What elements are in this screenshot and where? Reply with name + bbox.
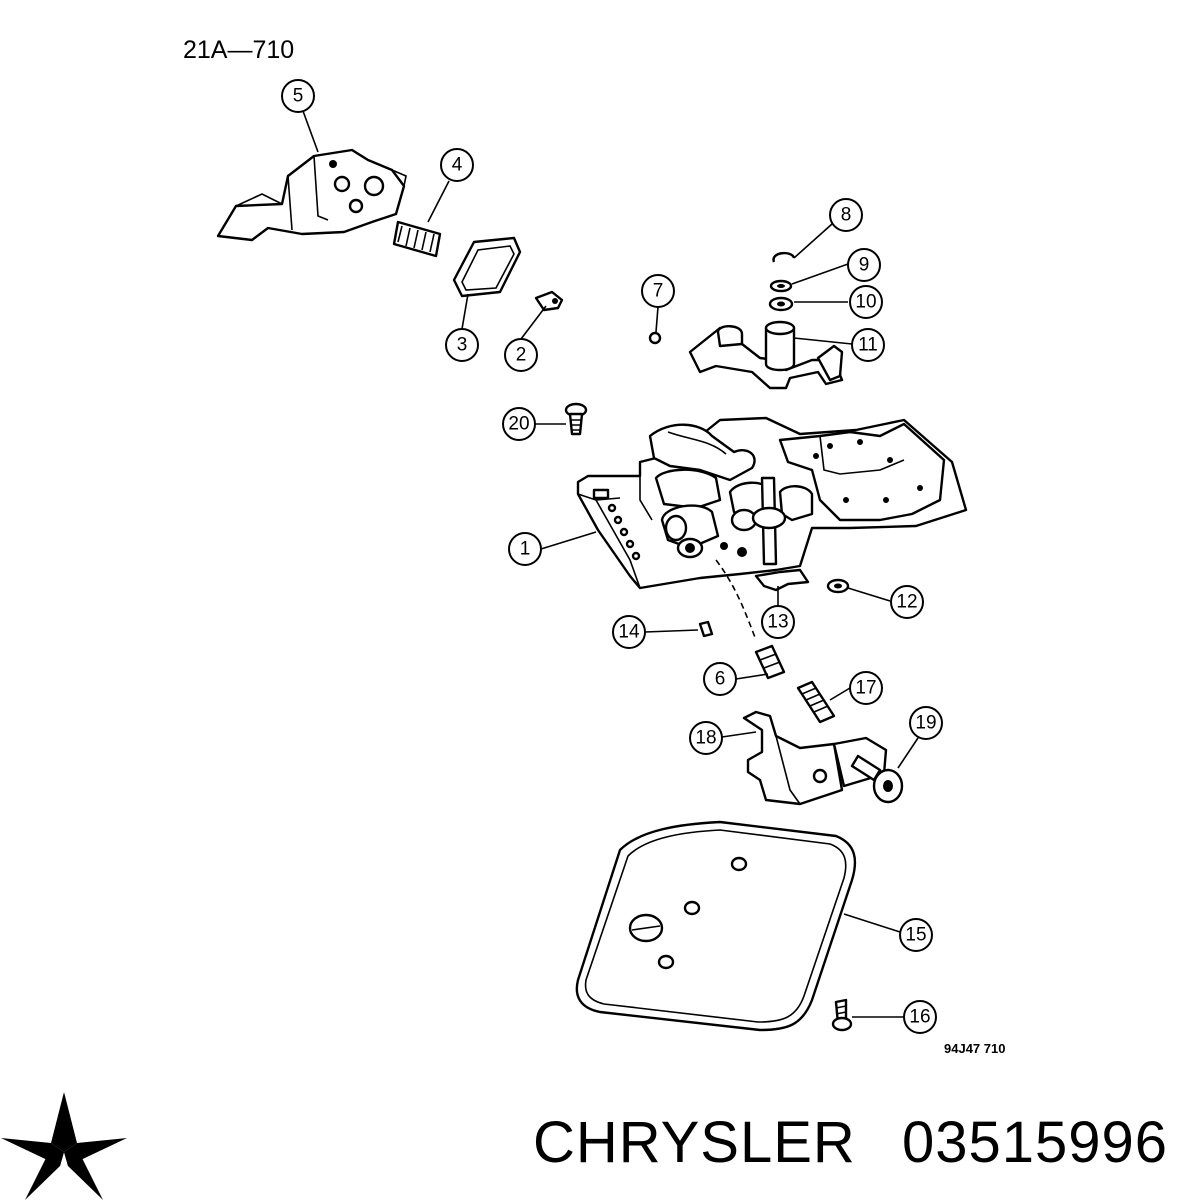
svg-text:20: 20 — [508, 414, 529, 435]
callout-9: 9 — [847, 248, 881, 282]
svg-text:4: 4 — [452, 155, 463, 176]
part-3-cover-plate — [452, 236, 522, 298]
callout-14: 14 — [612, 615, 646, 649]
svg-text:14: 14 — [618, 622, 640, 643]
svg-text:18: 18 — [695, 728, 716, 749]
callout-7: 7 — [641, 274, 675, 308]
callout-8: 8 — [829, 198, 863, 232]
callout-15: 15 — [899, 918, 933, 952]
part-4-spring — [392, 220, 442, 258]
svg-text:5: 5 — [293, 86, 304, 107]
callout-16: 16 — [903, 1000, 937, 1034]
valve-body-orifice-row — [592, 488, 641, 561]
part-2-screw — [534, 290, 564, 312]
callout-12: 12 — [890, 585, 924, 619]
callout-18: 18 — [689, 721, 723, 755]
svg-text:11: 11 — [858, 335, 878, 356]
callout-6: 6 — [703, 662, 737, 696]
part-1-valve-body — [576, 416, 968, 590]
figure-reference: 94J47 710 — [944, 1041, 1005, 1056]
svg-text:9: 9 — [859, 255, 870, 276]
part-20-bolt — [564, 402, 588, 436]
svg-text:17: 17 — [855, 678, 876, 699]
part-7-check-ball — [648, 331, 662, 345]
brand-name: CHRYSLER — [533, 1110, 856, 1175]
svg-text:2: 2 — [516, 345, 527, 366]
svg-text:10: 10 — [855, 292, 876, 313]
part-number: 03515996 — [902, 1110, 1168, 1175]
part-14-pin — [698, 620, 714, 638]
svg-text:19: 19 — [915, 713, 936, 734]
svg-text:8: 8 — [841, 205, 852, 226]
part-5-valve-housing — [216, 148, 407, 242]
part-15-filter-gasket — [575, 820, 857, 1032]
callout-17: 17 — [849, 671, 883, 705]
part-6-throttle-valve — [715, 559, 786, 680]
part-12-nut — [826, 578, 850, 594]
callout-13: 13 — [761, 605, 795, 639]
callout-1: 1 — [508, 532, 542, 566]
svg-text:16: 16 — [909, 1007, 930, 1028]
parts-8-9-10-clip-washers — [768, 251, 796, 312]
svg-text:15: 15 — [905, 925, 926, 946]
callout-20: 20 — [502, 407, 536, 441]
part-11-manual-lever — [688, 320, 844, 390]
svg-text:12: 12 — [896, 592, 917, 613]
callout-19: 19 — [909, 706, 943, 740]
part-19-adjusting-screw — [850, 754, 904, 804]
svg-text:6: 6 — [715, 669, 726, 690]
callout-4: 4 — [440, 148, 474, 182]
svg-text:3: 3 — [457, 335, 468, 356]
part-16-screw — [831, 998, 853, 1032]
svg-text:1: 1 — [520, 539, 531, 560]
part-18-bracket — [742, 710, 888, 806]
svg-text:7: 7 — [653, 281, 664, 302]
callout-5: 5 — [281, 79, 315, 113]
diagram-group-code: 21A—710 — [183, 36, 294, 64]
callout-2: 2 — [504, 338, 538, 372]
callout-3: 3 — [445, 328, 479, 362]
part-13-detent-bracket — [754, 568, 810, 592]
callout-leader-lines — [302, 110, 919, 1018]
pentastar-logo-icon — [1, 1092, 127, 1200]
callout-11: 11 — [851, 328, 885, 362]
svg-text:13: 13 — [767, 612, 788, 633]
part-17-spring — [796, 680, 836, 724]
callout-10: 10 — [849, 285, 883, 319]
